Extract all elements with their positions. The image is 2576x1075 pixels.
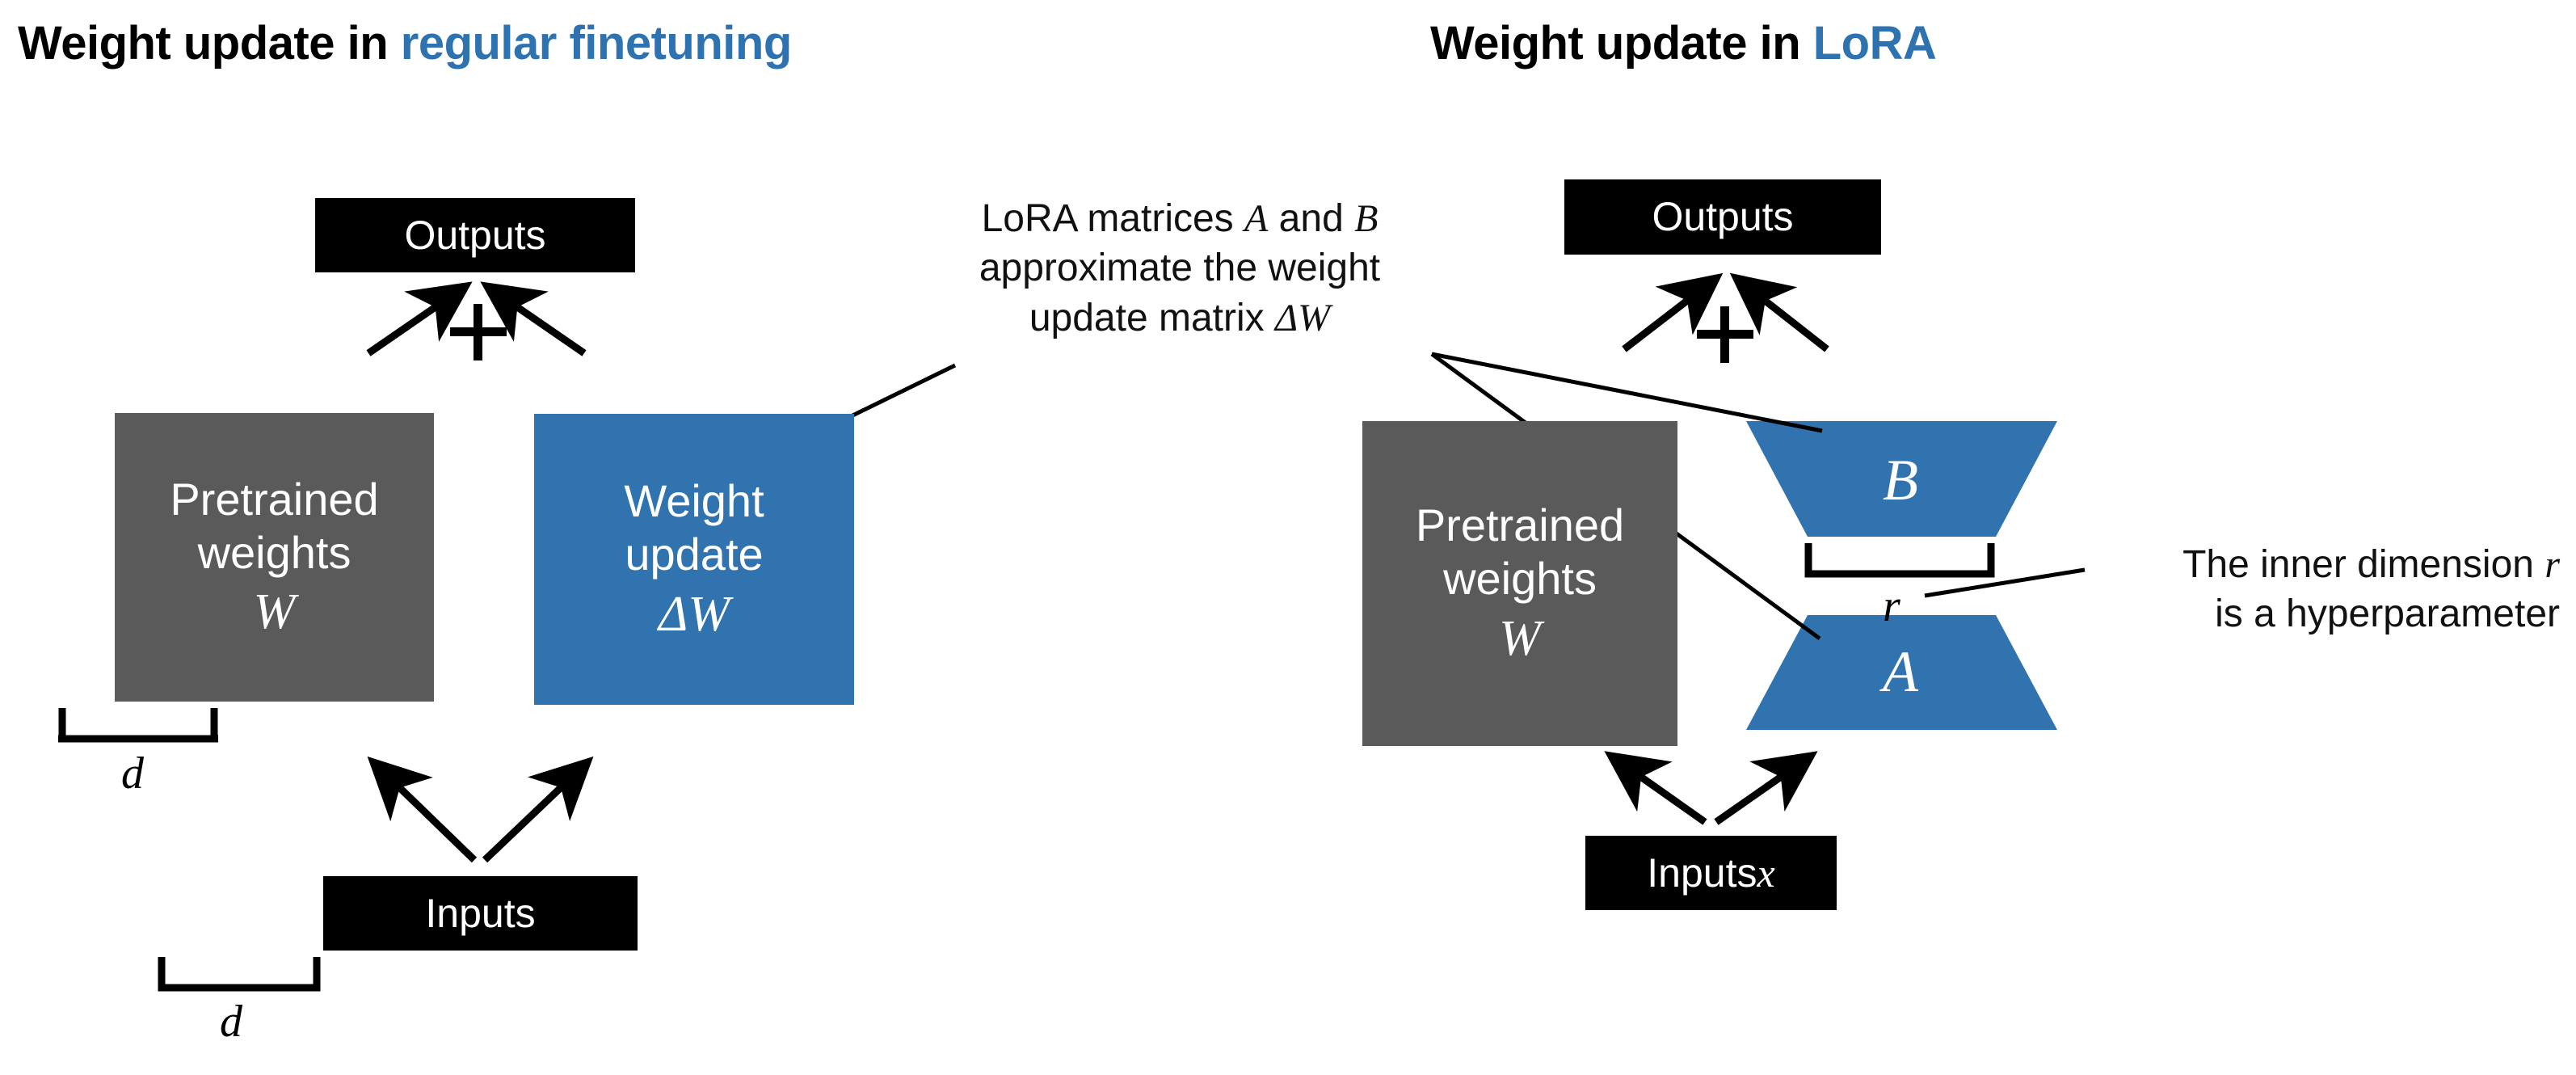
right-panel-title: Weight update in LoRA — [1430, 16, 1937, 70]
left-pretrained-box: Pretrained weights W — [115, 413, 434, 702]
left-pretrained-label: Pretrained weights — [170, 473, 379, 578]
left-dim-inputs-label: d — [220, 997, 242, 1047]
annot-line1-b: B — [1354, 197, 1378, 240]
left-bracket-d-weights — [58, 708, 218, 743]
right-inputs-box: Inputs x — [1585, 836, 1837, 910]
right-pretrained-box: Pretrained weights W — [1362, 421, 1677, 746]
right-inner-dim-label: r — [1883, 581, 1900, 631]
inner-annot-line1-symbol: r — [2544, 543, 2560, 586]
left-dim-weights-label: d — [121, 748, 144, 799]
arrow-right-b-to-outputs — [1729, 272, 1829, 352]
arrow-right-inputs-to-a — [1714, 751, 1818, 825]
arrow-right-inputs-to-pretrained — [1604, 751, 1707, 825]
right-trapezoid-b-label: B — [1883, 448, 1918, 512]
right-title-accent: LoRA — [1812, 17, 1937, 70]
annotation-lora-matrices: LoRA matrices A and B approximate the we… — [947, 194, 1412, 343]
left-update-symbol: ΔW — [658, 586, 730, 642]
left-inputs-label: Inputs — [323, 876, 638, 951]
right-trapezoid-a-shape — [1746, 615, 2057, 730]
arrow-left-pretrained-to-outputs — [366, 281, 473, 356]
arrow-left-update-to-outputs — [480, 281, 587, 356]
right-bracket-r — [1804, 543, 1995, 578]
leader-line-annot-to-r — [1924, 567, 2086, 598]
annot-line1-mid: and — [1268, 197, 1355, 240]
right-inputs-label: Inputs — [1647, 849, 1757, 896]
right-outputs-label: Outputs — [1564, 179, 1881, 255]
arrow-left-inputs-to-update — [482, 756, 594, 863]
left-title-accent: regular finetuning — [400, 17, 793, 70]
annot-line1-a: A — [1244, 197, 1269, 240]
inner-annot-line1-pre: The inner dimension — [2182, 543, 2545, 586]
left-update-box: Weight update ΔW — [534, 414, 854, 705]
left-title-prefix: Weight update in — [18, 17, 401, 70]
annot-line3-symbol: ΔW — [1275, 296, 1331, 339]
arrow-left-inputs-to-pretrained — [367, 756, 478, 863]
right-trapezoid-b-shape — [1746, 421, 2057, 537]
leader-line-lora-to-update-box — [843, 363, 957, 422]
annot-line2: approximate the weight — [979, 247, 1381, 290]
left-bracket-d-inputs — [158, 957, 321, 992]
left-outputs-label: Outputs — [315, 198, 635, 272]
left-plus-icon — [450, 304, 507, 360]
left-pretrained-symbol: W — [253, 584, 296, 639]
annotation-inner-dimension: The inner dimension r is a hyperparamete… — [2069, 540, 2560, 639]
right-plus-icon — [1697, 306, 1753, 363]
annot-line3-pre: update matrix — [1029, 296, 1275, 339]
annot-line1-pre: LoRA matrices — [981, 197, 1245, 240]
inner-annot-line2: is a hyperparameter — [2215, 592, 2560, 636]
arrow-right-pretrained-to-outputs — [1622, 272, 1724, 352]
right-pretrained-symbol: W — [1499, 610, 1541, 666]
right-inputs-symbol: x — [1757, 849, 1775, 896]
right-trapezoid-a-label: A — [1883, 639, 1918, 704]
right-title-prefix: Weight update in — [1430, 17, 1813, 70]
left-update-label: Weight update — [624, 475, 764, 580]
right-pretrained-label: Pretrained weights — [1415, 500, 1625, 605]
leader-line-annot-to-b — [1431, 352, 1823, 433]
left-panel-title: Weight update in regular finetuning — [18, 16, 792, 70]
